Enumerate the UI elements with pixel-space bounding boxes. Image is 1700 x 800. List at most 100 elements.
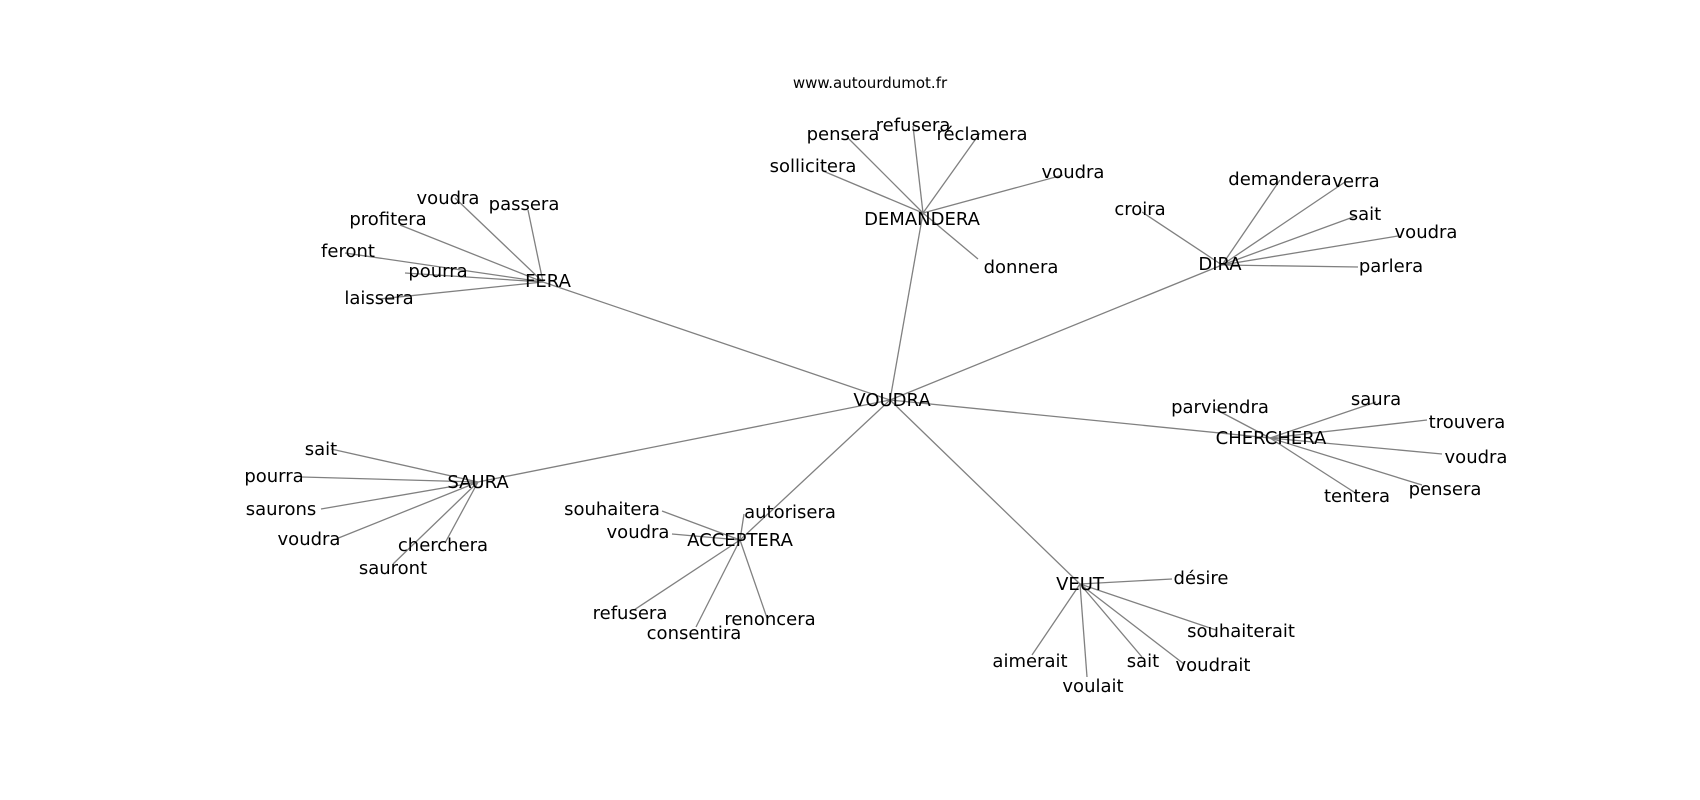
leaf-node-label: voudra xyxy=(1395,222,1458,243)
edge-fera-1 xyxy=(527,209,544,283)
edge-cher-2 xyxy=(1269,419,1428,439)
leaf-node-label: aimerait xyxy=(992,651,1067,672)
edge-dira-4 xyxy=(1221,235,1399,266)
edge-dem-5 xyxy=(922,212,979,260)
edge-veut-5 xyxy=(1079,583,1088,678)
edge-cher-4 xyxy=(1269,437,1423,486)
edge-acc-1 xyxy=(739,513,745,541)
edge-saura-0 xyxy=(330,448,479,483)
edge-dira-5 xyxy=(1221,264,1359,268)
hub-node-label-saura: SAURA xyxy=(447,472,509,493)
edge-fera-2 xyxy=(399,224,544,283)
edge-center-fera xyxy=(542,281,891,401)
hub-node-label-veut: VEUT xyxy=(1056,574,1105,595)
edge-dem-1 xyxy=(912,125,924,214)
edge-cher-1 xyxy=(1269,401,1377,439)
edge-veut-3 xyxy=(1079,583,1143,658)
leaf-node-label: parlera xyxy=(1359,256,1423,277)
edge-dira-2 xyxy=(1141,211,1223,266)
leaf-node-label: tentera xyxy=(1324,486,1390,507)
edge-acc-5 xyxy=(739,539,768,619)
hub-node-label-dem: DEMANDERA xyxy=(864,209,981,230)
leaf-node-label: saura xyxy=(1351,389,1401,410)
leaf-node-label: souhaiterait xyxy=(1187,621,1295,642)
leaf-node-label: voudrait xyxy=(1176,655,1251,676)
leaf-node-label: désire xyxy=(1174,568,1229,589)
edge-dem-4 xyxy=(922,174,1064,214)
edge-dem-2 xyxy=(922,132,981,214)
leaf-node-label: sollicitera xyxy=(770,156,857,177)
leaf-node-label: trouvera xyxy=(1429,412,1506,433)
edge-saura-2 xyxy=(320,481,479,510)
leaf-node-label: pourra xyxy=(408,261,467,282)
source-url: www.autourdumot.fr xyxy=(793,74,948,92)
leaf-node-label: pensera xyxy=(807,124,880,145)
edge-fera-0 xyxy=(454,197,544,283)
leaf-node-label: réclamera xyxy=(936,124,1027,145)
edge-dira-3 xyxy=(1221,215,1357,266)
leaf-node-label: sauront xyxy=(359,558,427,579)
edge-veut-2 xyxy=(1031,583,1081,656)
edge-dem-3 xyxy=(822,170,924,214)
leaf-node-label: autorisera xyxy=(744,502,836,523)
hub-node-label-cher: CHERCHERA xyxy=(1216,428,1327,449)
hub-node-label-fera: FERA xyxy=(525,271,572,292)
leaf-node-label: voulait xyxy=(1062,676,1123,697)
edge-saura-5 xyxy=(392,481,479,565)
edge-saura-1 xyxy=(301,476,479,483)
edge-fera-4 xyxy=(404,272,544,283)
leaf-node-label: refusera xyxy=(593,603,668,624)
leaf-node-label: laissera xyxy=(344,288,413,309)
edge-cher-0 xyxy=(1214,408,1271,439)
leaf-node-label: souhaitera xyxy=(564,499,660,520)
leaf-node-label: voudra xyxy=(417,188,480,209)
leaf-node-label: voudra xyxy=(1445,447,1508,468)
leaf-node-label: saurons xyxy=(246,499,317,520)
edge-center-veut xyxy=(889,399,1081,585)
edge-center-cher xyxy=(889,399,1271,439)
center-node-label: VOUDRA xyxy=(853,390,931,411)
leaf-node-label: voudra xyxy=(278,529,341,550)
edge-acc-2 xyxy=(671,533,741,541)
edge-dira-0 xyxy=(1221,179,1281,266)
leaf-node-label: cherchera xyxy=(398,535,488,556)
edge-dem-0 xyxy=(847,137,924,214)
hub-node-label-dira: DIRA xyxy=(1198,254,1242,275)
hub-node-label-acc: ACCEPTERA xyxy=(687,530,794,551)
edge-saura-4 xyxy=(444,481,479,544)
edge-fera-3 xyxy=(344,252,544,283)
leaf-node-label: consentira xyxy=(647,623,742,644)
edge-acc-4 xyxy=(695,539,741,628)
leaf-node-label: feront xyxy=(321,241,375,262)
edge-center-dira xyxy=(889,264,1223,401)
leaf-node-label: pourra xyxy=(244,466,303,487)
edge-fera-5 xyxy=(378,281,544,300)
leaf-node-label: parviendra xyxy=(1171,397,1269,418)
leaf-node-label: sait xyxy=(305,439,337,460)
leaf-node-label: voudra xyxy=(1042,162,1105,183)
leaf-node-label: donnera xyxy=(984,257,1059,278)
edge-cher-5 xyxy=(1269,437,1358,495)
leaf-node-label: sait xyxy=(1349,204,1381,225)
edge-center-saura xyxy=(477,399,891,483)
edge-center-dem xyxy=(889,212,924,401)
leaf-node-label: passera xyxy=(489,194,560,215)
edge-acc-0 xyxy=(661,510,741,541)
edge-veut-0 xyxy=(1079,578,1173,585)
leaf-node-label: sait xyxy=(1127,651,1159,672)
edge-center-acc xyxy=(739,399,891,541)
edge-saura-3 xyxy=(335,481,479,540)
leaf-node-label: croira xyxy=(1114,199,1165,220)
leaf-node-label: renoncera xyxy=(724,609,815,630)
edge-cher-3 xyxy=(1269,437,1443,455)
leaf-node-label: verra xyxy=(1332,171,1379,192)
edge-veut-4 xyxy=(1079,583,1185,665)
edge-veut-1 xyxy=(1079,583,1217,631)
edge-dira-1 xyxy=(1221,181,1346,266)
leaf-node-label: demandera xyxy=(1228,169,1331,190)
edge-acc-3 xyxy=(633,539,741,611)
leaf-node-label: refusera xyxy=(876,115,951,136)
leaf-node-label: voudra xyxy=(607,522,670,543)
leaf-node-label: profitera xyxy=(349,209,426,230)
